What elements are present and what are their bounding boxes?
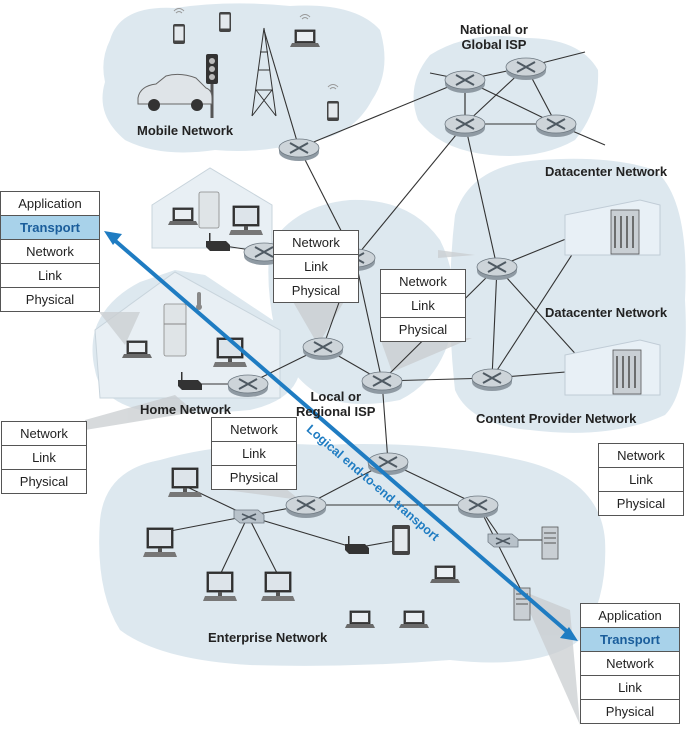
global-isp-cloud	[413, 36, 599, 156]
desktop-icon	[260, 571, 296, 602]
router-global-3	[444, 114, 486, 138]
stack-layer: Physical	[274, 278, 358, 302]
router-enterprise-2	[285, 495, 327, 519]
region-label-global-isp-line2: Global ISP	[461, 37, 527, 52]
router-protocol-stack-content: Network Link Physical	[598, 443, 684, 516]
stack-layer: Physical	[1, 287, 99, 311]
router-global-1	[444, 70, 486, 94]
region-label-global-isp-line1: National or	[460, 22, 528, 37]
region-label-datacenter-1: Datacenter Network	[545, 164, 668, 179]
stack-layer: Link	[599, 467, 683, 491]
stack-layer: Network	[1, 239, 99, 263]
fridge-icon	[198, 191, 220, 229]
stack-layer: Network	[581, 651, 679, 675]
router-global-2	[505, 57, 547, 81]
stack-layer: Link	[581, 675, 679, 699]
stack-layer: Network	[399, 274, 447, 289]
stack-layer: Link	[274, 254, 358, 278]
car-icon	[137, 73, 213, 111]
region-label-enterprise-network: Enterprise Network	[208, 630, 328, 645]
region-label-datacenter-2: Datacenter Network	[545, 305, 668, 320]
stack-layer: Application	[18, 196, 82, 211]
region-label-mobile-network: Mobile Network	[137, 123, 234, 138]
stack-layer: Link	[212, 441, 296, 465]
stack-layer: Physical	[381, 317, 465, 341]
fridge-icon	[163, 303, 187, 357]
stack-layer: Network	[617, 448, 665, 463]
server-rack-icon	[610, 209, 640, 255]
stack-layer: Application	[598, 608, 662, 623]
stack-layer: Network	[20, 426, 68, 441]
router-regional-2	[302, 337, 344, 361]
phone-icon	[219, 12, 231, 32]
host-protocol-stack-right: Application Transport Network Link Physi…	[580, 603, 680, 724]
phone-icon	[327, 101, 339, 121]
router-home	[227, 374, 269, 398]
datacenter-devices	[564, 199, 661, 396]
desktop-icon	[228, 205, 264, 236]
stack-layer: Physical	[599, 491, 683, 515]
region-label-global-isp: National or Global ISP	[460, 22, 528, 52]
region-label-home-network: Home Network	[140, 402, 232, 417]
stack-layer: Link	[2, 445, 86, 469]
router-global-4	[535, 114, 577, 138]
desktop-icon	[202, 571, 238, 602]
enterprise-devices	[142, 467, 559, 629]
router-protocol-stack-regional-b: Network Link Physical	[380, 269, 466, 342]
phone-icon	[173, 24, 185, 44]
stack-layer: Network	[230, 422, 278, 437]
router-enterprise-3	[457, 495, 499, 519]
home-devices	[121, 191, 264, 390]
thermometer-icon	[196, 292, 202, 310]
mobile-devices	[137, 8, 339, 121]
router-protocol-stack-enterprise: Network Link Physical	[211, 417, 297, 490]
switch-enterprise-2	[487, 533, 519, 548]
cell-tower-icon	[251, 27, 277, 117]
router-mobile	[278, 138, 320, 162]
stack-layer: Physical	[581, 699, 679, 723]
router-content-1	[476, 257, 518, 281]
router-content-2	[471, 368, 513, 392]
region-label-regional-isp: Local or Regional ISP	[296, 389, 375, 419]
stack-layer: Physical	[2, 469, 86, 493]
region-label-content-provider: Content Provider Network	[476, 411, 637, 426]
stack-layer: Network	[292, 235, 340, 250]
stack-layer-transport: Transport	[581, 627, 679, 651]
region-label-regional-isp-line2: Regional ISP	[296, 404, 376, 419]
region-label-regional-isp-line1: Local or	[310, 389, 362, 404]
host-protocol-stack-left: Application Transport Network Link Physi…	[0, 191, 100, 312]
server-rack-icon	[612, 349, 642, 395]
stack-layer: Link	[381, 293, 465, 317]
tablet-icon	[392, 525, 410, 555]
router-protocol-stack-home: Network Link Physical	[1, 421, 87, 494]
stack-layer: Physical	[212, 465, 296, 489]
stack-layer: Link	[1, 263, 99, 287]
end-to-end-arrow	[104, 231, 578, 641]
stack-layer-transport: Transport	[1, 215, 99, 239]
desktop-icon	[142, 527, 178, 558]
server-icon	[541, 526, 559, 560]
switch-enterprise-1	[233, 509, 265, 524]
desktop-icon	[167, 467, 203, 498]
router-protocol-stack-regional-a: Network Link Physical	[273, 230, 359, 303]
